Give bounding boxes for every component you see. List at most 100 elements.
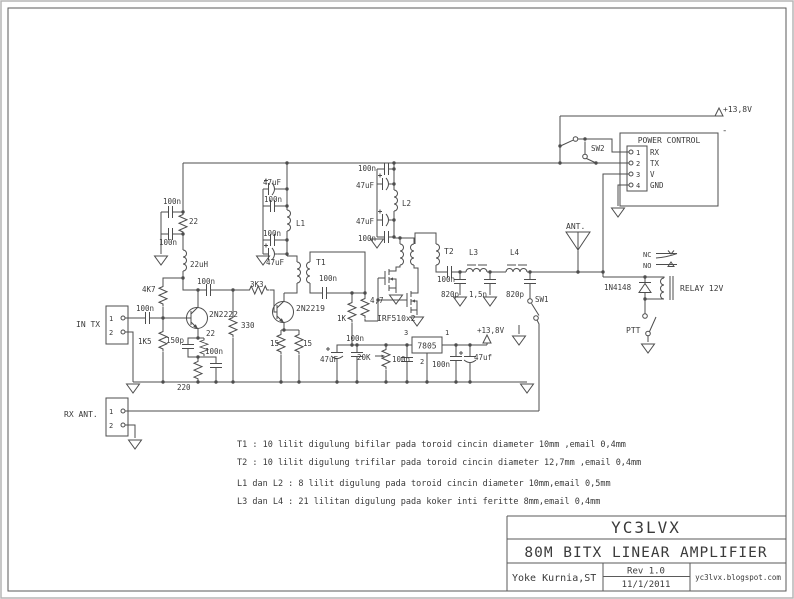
- label-sw2: SW2: [591, 144, 605, 153]
- label-100n: 100n: [358, 234, 376, 243]
- supply-arrow-reg: [482, 334, 492, 344]
- junction-dots: [161, 137, 647, 384]
- label-pc-pin1: 1: [636, 149, 640, 157]
- cap-820p-a: [453, 274, 467, 289]
- cap-100n-reg-out: [449, 351, 463, 366]
- label-no: NO: [643, 262, 651, 270]
- label-13v8-top: +13,8V: [723, 105, 752, 114]
- label-pc-rx: RX: [650, 148, 660, 157]
- label-pc-pin4: 4: [636, 182, 640, 190]
- label-100n: 100n: [319, 274, 337, 283]
- label-power-control: POWER CONTROL: [638, 136, 701, 145]
- label-150p: 150p: [166, 336, 185, 345]
- label-pin1: 1: [109, 408, 113, 416]
- label-47uf: 47uF: [263, 178, 282, 187]
- choke-22uh: [182, 249, 187, 272]
- label-13v8: +13,8V: [477, 326, 505, 335]
- label-in-tx: IN TX: [76, 320, 100, 329]
- label-pin2: 2: [109, 422, 113, 430]
- label-100n: 100n: [264, 195, 282, 204]
- t1-primary: [296, 261, 301, 284]
- mosfet-arrows: [389, 277, 415, 303]
- label-1n4148: 1N4148: [604, 283, 632, 292]
- label-4r7: 4,7: [370, 296, 384, 305]
- label-ptt: PTT: [626, 326, 641, 335]
- title-date: 11/1/2011: [622, 580, 671, 590]
- bjt-emitter-arrows: [193, 318, 284, 329]
- cap-100n-g2a: [379, 162, 394, 176]
- label-l1: L1: [296, 219, 305, 228]
- label-t1: T1: [316, 258, 326, 267]
- label-100n: 100n: [392, 355, 410, 364]
- label-330: 330: [241, 321, 255, 330]
- resistor-4k7: [158, 283, 168, 307]
- label-ant: ANT.: [566, 222, 585, 231]
- pot-wiper-arrow: [381, 354, 385, 358]
- label-pin1: 1: [109, 315, 113, 323]
- t1-secondary: [306, 261, 311, 284]
- switch-contacts: [527, 136, 651, 337]
- label-820p: 820p: [506, 290, 525, 299]
- inductor-l4: [505, 268, 528, 273]
- potentiometer-20k: [381, 346, 391, 370]
- label-pc-pin3: 3: [636, 171, 640, 179]
- label-minus: -: [722, 126, 727, 136]
- cap-100n-supply-a: [163, 205, 178, 219]
- label-l2: L2: [402, 199, 411, 208]
- label-22: 22: [206, 329, 215, 338]
- power-control-box: [619, 132, 719, 207]
- label-sw1: SW1: [535, 295, 549, 304]
- label-820p: 820p: [441, 290, 460, 299]
- inductor-l3: [465, 268, 488, 273]
- winding-notes: T1 : 10 lilit digulung bifilar pada toro…: [237, 440, 641, 507]
- label-47uf-small: 47uf: [474, 353, 492, 362]
- label-47uf: 47uF: [320, 355, 339, 364]
- label-4k7: 4K7: [142, 285, 156, 294]
- title-project: 80M BITX LINEAR AMPLIFIER: [524, 545, 767, 561]
- cap-47uf-g2a: [377, 173, 393, 191]
- label-100n: 100n: [432, 360, 450, 369]
- resistor-15-b: [294, 331, 304, 355]
- resistor-220: [193, 358, 203, 382]
- cap-100n-t1out: [317, 286, 332, 300]
- component-labels: IN TX 1 2 RX ANT. 1 2 100n 4K7 1K5 2N222…: [64, 105, 752, 430]
- label-100n: 100n: [197, 277, 215, 286]
- cap-100n-emitter: [209, 358, 223, 373]
- label-l3: L3: [469, 248, 478, 257]
- label-rx-ant: RX ANT.: [64, 410, 98, 419]
- label-47uf: 47uF: [356, 181, 375, 190]
- connector-in-tx: [105, 305, 129, 345]
- label-l4: L4: [510, 248, 520, 257]
- label-100n: 100n: [205, 347, 223, 356]
- label-1n5: 1,5n: [469, 290, 487, 299]
- inductor-l1: [286, 209, 291, 232]
- label-100n: 100n: [437, 275, 455, 284]
- resistor-1k: [347, 299, 357, 323]
- cap-47uf-g2b: [377, 209, 393, 227]
- resistor-4r7: [360, 295, 370, 319]
- title-author: Yoke Kurnia,ST: [512, 573, 596, 584]
- cap-100n-input: [140, 311, 155, 325]
- label-100n: 100n: [263, 229, 281, 238]
- label-100n: 100n: [358, 164, 376, 173]
- note-l1-l2: L1 dan L2 : 8 lilit digulung pada toroid…: [237, 479, 611, 489]
- label-2n2219: 2N2219: [296, 304, 325, 313]
- circuit-wires: [125, 115, 719, 412]
- label-7805: 7805: [417, 342, 436, 351]
- label-1k: 1K: [337, 314, 347, 323]
- label-100n: 100n: [163, 197, 181, 206]
- cap-820p-b: [523, 274, 537, 289]
- label-15: 15: [303, 339, 312, 348]
- label-pc-v: V: [650, 170, 655, 179]
- title-block: YC3LVX 80M BITX LINEAR AMPLIFIER Yoke Ku…: [506, 515, 786, 591]
- title-website: yc3lvx.blogspot.com: [695, 573, 781, 582]
- label-22: 22: [189, 217, 198, 226]
- label-pc-pin2: 2: [636, 160, 640, 168]
- label-pc-gnd: GND: [650, 181, 664, 190]
- label-15: 15: [270, 339, 279, 348]
- label-100n: 100n: [346, 334, 364, 343]
- resistor-22-supply: [178, 211, 188, 235]
